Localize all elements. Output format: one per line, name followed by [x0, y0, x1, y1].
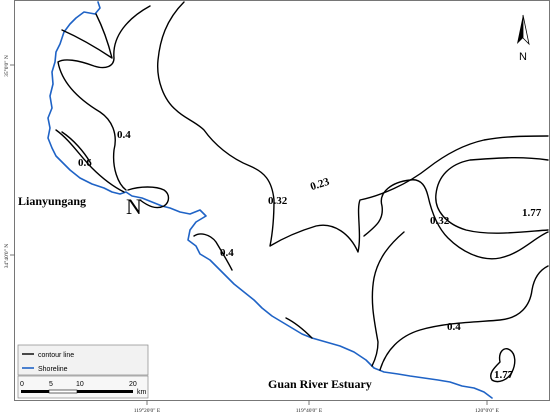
shoreline	[47, 1, 493, 399]
scale-bar: 0 5 10 20 km	[17, 375, 149, 399]
legend-box	[17, 344, 149, 376]
legend-label: contour line	[38, 352, 74, 359]
contour-value-label: 0.23	[309, 176, 331, 194]
contour-value-label: 0.32	[430, 215, 450, 227]
lon-label: 119°40'0" E	[296, 407, 323, 414]
contour-value-label: 0.4	[220, 247, 234, 259]
lat-label: 34°40'0" N	[3, 244, 10, 269]
north-arrow-icon: N	[517, 14, 530, 63]
place-label-guan-river: Guan River Estuary	[268, 377, 372, 391]
contour-line	[285, 317, 313, 339]
place-label-lianyungang: Lianyungang	[18, 194, 86, 208]
north-arrow-letter: N	[519, 51, 527, 63]
contour-line	[55, 129, 125, 193]
lon-label: 120°0'0" E	[475, 407, 500, 414]
contour-line	[61, 13, 113, 59]
contour-line	[193, 233, 233, 271]
legend: contour line Shoreline	[17, 344, 149, 376]
scale-tick-label: 10	[76, 381, 84, 388]
scale-tick-label: 5	[49, 381, 53, 388]
location-pin-letter: N	[126, 194, 142, 219]
contour-line	[363, 179, 549, 260]
contour-line	[127, 186, 170, 209]
lat-label: 35°0'0" N	[3, 55, 10, 77]
scale-tick-label: 0	[20, 381, 24, 388]
contour-value-label: 0.32	[268, 195, 288, 207]
scale-tick-label: 20	[129, 381, 137, 388]
contour-value-label: 0.4	[447, 321, 461, 333]
contour-line	[57, 5, 151, 191]
scale-unit: km	[137, 389, 147, 396]
contour-line	[435, 156, 549, 234]
contour-line	[157, 1, 549, 253]
lon-label: 119°20'0" E	[134, 407, 161, 414]
contour-line	[379, 265, 549, 371]
contour-line	[490, 348, 516, 383]
contour-value-label: 1.77	[522, 207, 542, 219]
legend-label: Shoreline	[38, 366, 68, 373]
contour-value-label: 0.4	[117, 129, 131, 141]
contour-line	[61, 131, 91, 163]
contour-value-label: 1.77	[494, 369, 514, 381]
contour-value-label: 0.6	[78, 157, 92, 169]
contour-line	[371, 231, 405, 367]
